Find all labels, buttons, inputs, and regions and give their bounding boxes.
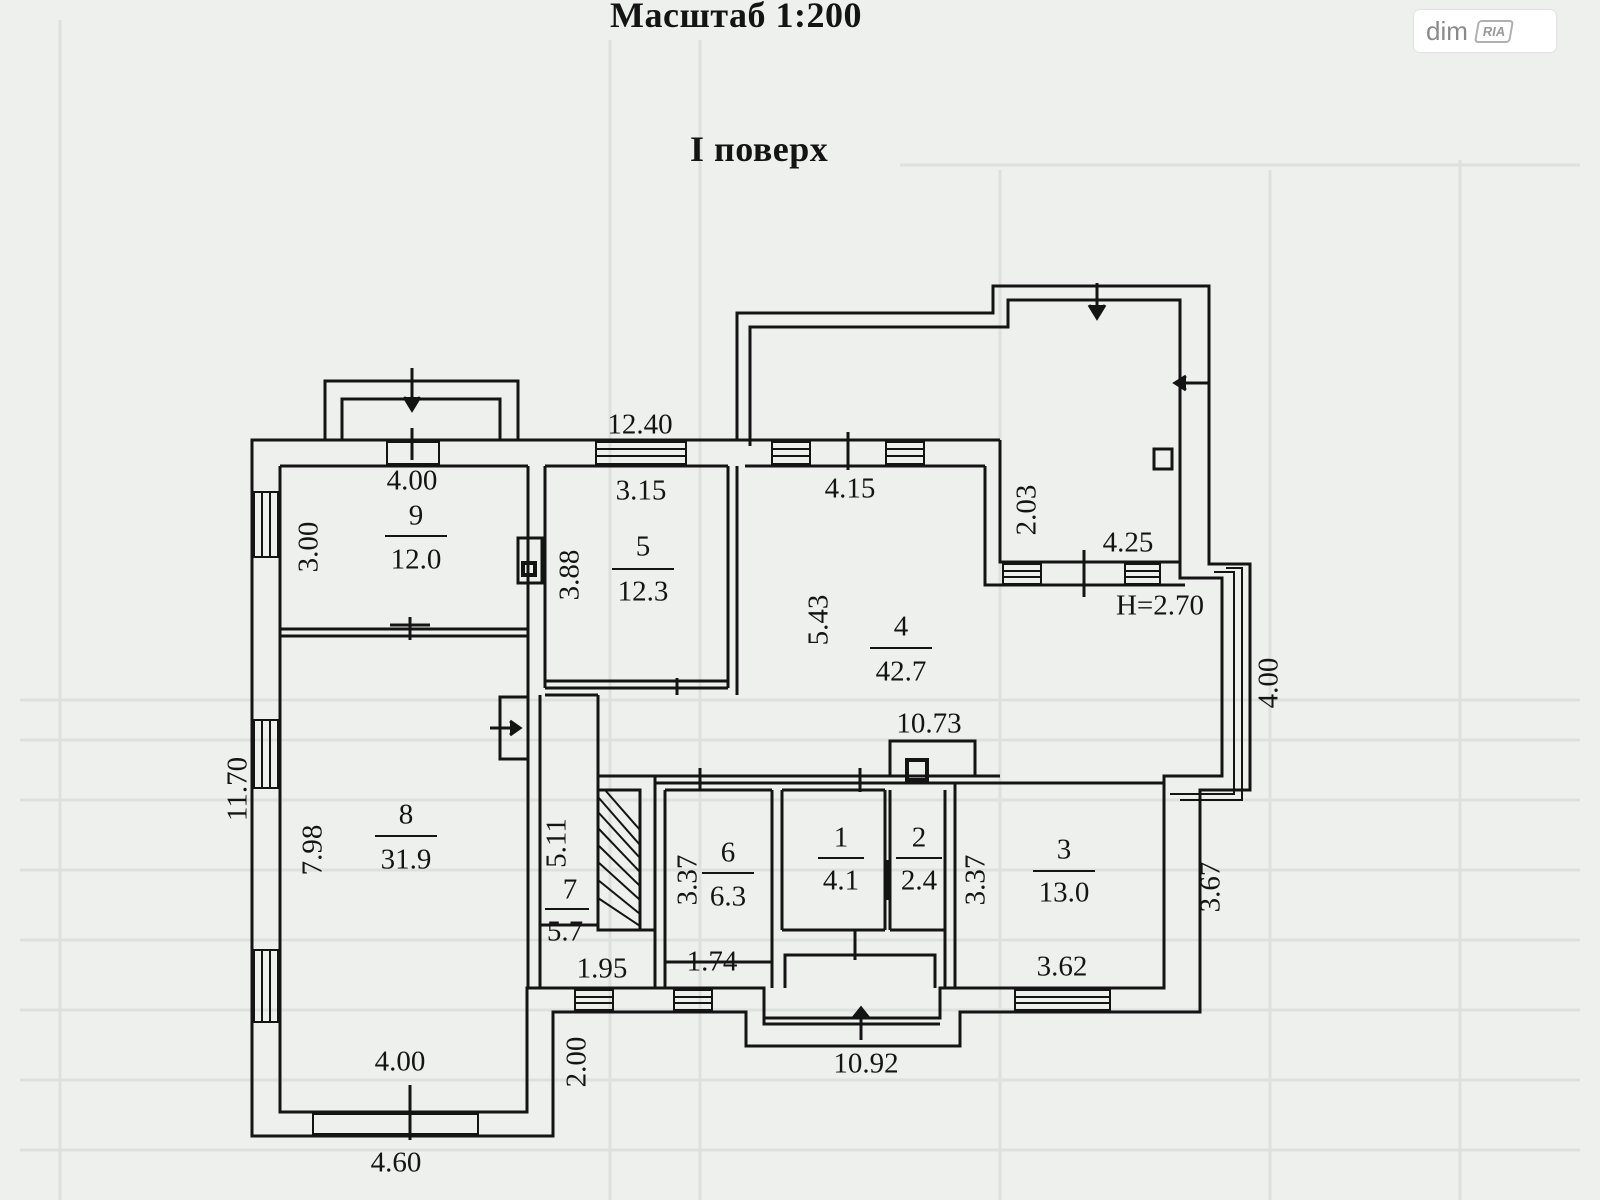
room-number: 5	[635, 530, 651, 563]
room-number: 7	[562, 873, 578, 906]
room-area: 6.3	[709, 880, 747, 913]
window-bay	[1170, 567, 1243, 801]
window-bottom-1	[574, 989, 614, 1011]
windows	[253, 441, 1243, 1135]
dim-ria-watermark: dim RIA	[1414, 10, 1556, 52]
room-number: 2	[911, 821, 927, 854]
room-divider	[702, 872, 754, 874]
scale-title: Масштаб 1:200	[610, 0, 862, 35]
walls	[250, 284, 1252, 1138]
window-top-2	[595, 441, 687, 465]
dim-10-92: 10.92	[833, 1047, 899, 1080]
window-bottom-3	[1014, 989, 1111, 1011]
dim-4-00-bottom: 4.00	[374, 1045, 426, 1078]
dim-2-00: 2.00	[560, 1036, 593, 1088]
room-area: 2.4	[900, 864, 938, 897]
room-divider	[545, 908, 589, 910]
room-divider	[385, 535, 447, 537]
dim-3-88: 3.88	[553, 549, 586, 601]
room-number: 6	[720, 836, 736, 869]
dim-11-70: 11.70	[221, 756, 254, 822]
floor-title: I поверх	[690, 129, 829, 169]
dim-1-74: 1.74	[686, 945, 738, 978]
room-divider	[375, 835, 437, 837]
room-number: 4	[893, 610, 909, 643]
window-alcove-2	[1124, 563, 1161, 585]
dim-4-15: 4.15	[824, 472, 876, 505]
window-top-4	[885, 441, 925, 465]
dim-3-62: 3.62	[1036, 950, 1088, 983]
dim-3-37-left: 3.37	[671, 854, 704, 906]
door-markers	[390, 283, 1210, 1140]
dim-4-60: 4.60	[370, 1146, 422, 1179]
dim-7-98: 7.98	[296, 824, 329, 876]
window-bottom-2	[673, 989, 713, 1011]
room-area: 12.0	[390, 543, 442, 576]
dim-10-73: 10.73	[896, 707, 962, 740]
window-left-1	[253, 491, 279, 558]
dim-1-95: 1.95	[576, 952, 628, 985]
dim-3-37-right: 3.37	[959, 854, 992, 906]
dim-3-00: 3.00	[292, 521, 325, 573]
room-area: 31.9	[380, 843, 432, 876]
room-divider	[612, 568, 674, 570]
dim-2-03: 2.03	[1010, 484, 1043, 536]
room-area: 12.3	[617, 575, 669, 608]
room-number: 3	[1056, 833, 1072, 866]
dim-3-67: 3.67	[1194, 861, 1227, 913]
room-area: 13.0	[1038, 876, 1090, 909]
dim-12-40: 12.40	[607, 408, 673, 441]
window-alcove-1	[1002, 563, 1042, 585]
room-divider	[1033, 870, 1095, 872]
window-top-3	[771, 441, 811, 465]
dim-3-15: 3.15	[615, 474, 667, 507]
dim-5-11: 5.11	[540, 818, 573, 868]
watermark-text: dim	[1426, 15, 1468, 46]
room-area: 42.7	[875, 655, 927, 688]
window-bottom-4	[312, 1113, 479, 1135]
ceiling-height: H=2.70	[1115, 589, 1205, 622]
room-area: 4.1	[822, 864, 860, 897]
dim-4-00-right: 4.00	[1252, 657, 1285, 709]
room-number: 1	[833, 821, 849, 854]
room-number: 9	[408, 499, 424, 532]
room-area: 5.7	[546, 915, 584, 948]
room-divider	[896, 857, 942, 859]
window-left-2	[253, 719, 279, 789]
watermark-badge: RIA	[1473, 19, 1515, 43]
room-divider	[818, 857, 864, 859]
room-number: 8	[398, 798, 414, 831]
window-left-3	[253, 949, 279, 1023]
dim-5-43: 5.43	[802, 594, 835, 646]
dim-4-25: 4.25	[1102, 526, 1154, 559]
staircase	[597, 789, 641, 927]
dim-4-00-top: 4.00	[386, 464, 438, 497]
room-divider	[870, 647, 932, 649]
